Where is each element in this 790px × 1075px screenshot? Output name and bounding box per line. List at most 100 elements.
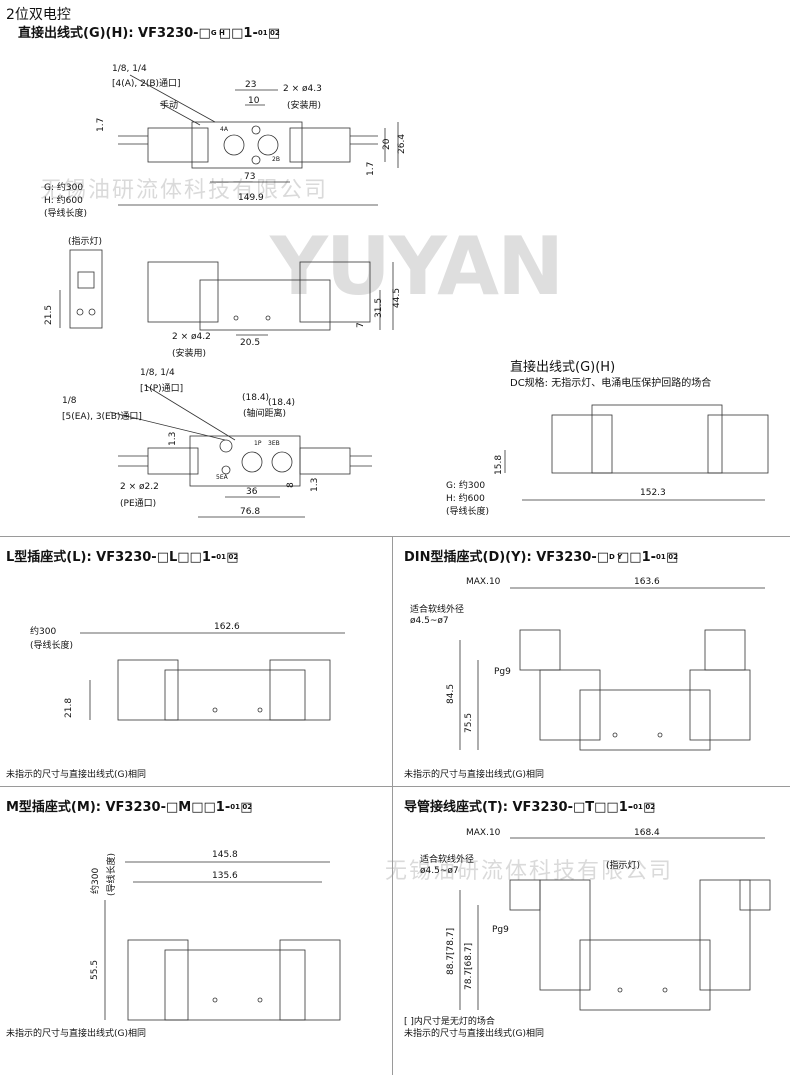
side-coil-left — [147, 261, 219, 323]
side-dim-7: 7 — [356, 322, 366, 328]
side-end-view — [69, 249, 103, 329]
t-cable-dia: ø4.5~ø7 — [420, 866, 459, 876]
side-body — [199, 279, 331, 331]
top-dim-1-7-left: 1.7 — [96, 117, 106, 132]
bottom-dim-36: 36 — [246, 487, 258, 497]
m-body — [164, 949, 306, 1021]
m-section-title: M型插座式(M): VF3230-□M□□1-01 02□ — [6, 800, 253, 815]
bottom-hole-use: (PE通口) — [120, 499, 157, 509]
page-title: 2位双电控 — [6, 7, 71, 23]
top-port-4a: 4A — [220, 126, 228, 133]
top-dim-23: 23 — [245, 80, 257, 90]
dc-coil-left — [551, 414, 613, 474]
din-connector-left — [519, 629, 561, 671]
top-lead-length: (导线长度) — [44, 209, 88, 219]
din-max: MAX.10 — [466, 577, 501, 587]
m-dim-55-5: 55.5 — [90, 959, 100, 980]
t-connector-right — [739, 879, 771, 911]
t-dim-78-7: 78.7[68.7] — [464, 942, 474, 990]
l-body — [164, 669, 306, 721]
l-coil-right — [269, 659, 331, 721]
top-dim-73: 73 — [244, 172, 256, 182]
dc-lead-g: G: 约300 — [446, 481, 486, 491]
m-dim-135-6: 135.6 — [212, 871, 238, 881]
l-dim-21-8: 21.8 — [64, 697, 74, 718]
top-manual-label: 手动 — [160, 101, 179, 111]
bottom-dim-8: 8 — [286, 482, 296, 488]
top-coil-left — [147, 127, 209, 163]
top-coil-right — [289, 127, 351, 163]
divider-top — [0, 536, 790, 537]
bottom-port2b: [5(EA), 3(EB)通口] — [62, 412, 142, 422]
bottom-dim-18-4b: (18.4) — [268, 398, 296, 408]
t-connector-left — [509, 879, 541, 911]
bottom-body — [189, 435, 301, 487]
top-dim-1-7-right: 1.7 — [366, 161, 376, 176]
din-cable-dia: ø4.5~ø7 — [410, 616, 449, 626]
bottom-dim-1-3a: 1.3 — [168, 431, 178, 446]
dc-dim-15-8: 15.8 — [494, 454, 504, 475]
t-body — [579, 939, 711, 1011]
m-note: 未指示的尺寸与直接出线式(G)相同 — [6, 1029, 146, 1039]
top-lead-g: G: 约300 — [44, 183, 84, 193]
top-dim-10: 10 — [248, 96, 260, 106]
t-max: MAX.10 — [466, 828, 501, 838]
t-coil-left — [539, 879, 591, 991]
t-dim-88-7: 88.7[78.7] — [446, 927, 456, 975]
side-dim-31-5: 31.5 — [374, 297, 384, 318]
top-port-label: 1/8, 1/4 — [112, 64, 147, 74]
t-indicator: (指示灯) — [606, 861, 641, 871]
bottom-coil-right — [299, 447, 351, 475]
side-dim-44-5: 44.5 — [392, 287, 402, 308]
m-lead: 约300 — [91, 867, 101, 894]
dc-title: 直接出线式(G)(H) — [510, 360, 616, 375]
bottom-port-3eb: 3EB — [268, 440, 280, 447]
l-note: 未指示的尺寸与直接出线式(G)相同 — [6, 770, 146, 780]
top-hole-use: (安装用) — [287, 101, 322, 111]
t-note-1: [ ]内尺寸是无灯的场合 — [404, 1017, 495, 1027]
din-body — [579, 689, 711, 751]
top-body — [191, 121, 303, 169]
bottom-dim-18-4a: (18.4) — [242, 393, 270, 403]
top-port-label-2: [4(A), 2(B)通口] — [112, 79, 181, 89]
bottom-dim-76-8: 76.8 — [240, 507, 261, 517]
dc-lead-length: (导线长度) — [446, 507, 490, 517]
bottom-port2: 1/8 — [62, 396, 77, 406]
m-coil-left — [127, 939, 189, 1021]
bottom-port1: 1/8, 1/4 — [140, 368, 175, 378]
divider-mid — [0, 786, 790, 787]
t-pg9: Pg9 — [492, 925, 509, 935]
t-cable: 适合软线外径 — [420, 855, 475, 865]
l-section-title: L型插座式(L): VF3230-□L□□1-01 02□ — [6, 550, 239, 565]
dc-body — [591, 404, 723, 474]
top-port-2b: 2B — [272, 156, 280, 163]
din-dim-163-6: 163.6 — [634, 577, 660, 587]
din-note: 未指示的尺寸与直接出线式(G)相同 — [404, 770, 544, 780]
top-dim-20: 20 — [382, 138, 392, 150]
t-dim-168-4: 168.4 — [634, 828, 660, 838]
top-lead-h: H: 约600 — [44, 196, 83, 206]
din-dim-75-5: 75.5 — [464, 712, 474, 733]
top-hole-label: 2 × ø4.3 — [283, 84, 322, 94]
din-dim-84-5: 84.5 — [446, 683, 456, 704]
l-lead: 约300 — [30, 627, 57, 637]
bottom-port1b: [1(P)通口] — [140, 384, 184, 394]
side-dim-21-5: 21.5 — [44, 304, 54, 325]
bottom-port-5ea: 5EA — [216, 474, 228, 481]
l-coil-left — [117, 659, 179, 721]
dc-description: DC规格: 无指示灯、电涌电压保护回路的场合 — [510, 378, 712, 389]
bottom-port-1p: 1P — [254, 440, 262, 447]
t-coil-right — [699, 879, 751, 991]
side-hole-use: (安装用) — [172, 349, 207, 359]
divider-vertical — [392, 536, 393, 1075]
m-lead-length: (导线长度) — [107, 852, 117, 896]
m-dim-145-8: 145.8 — [212, 850, 238, 860]
bottom-coil-left — [147, 447, 199, 475]
din-cable: 适合软线外径 — [410, 605, 465, 615]
l-dim-162-6: 162.6 — [214, 622, 240, 632]
bottom-axis-label: (轴间距离) — [243, 409, 287, 419]
side-dim-20-5: 20.5 — [240, 338, 261, 348]
top-dim-149-9: 149.9 — [238, 193, 264, 203]
din-coil-right — [689, 669, 751, 741]
bottom-dim-1-3b: 1.3 — [310, 477, 320, 492]
